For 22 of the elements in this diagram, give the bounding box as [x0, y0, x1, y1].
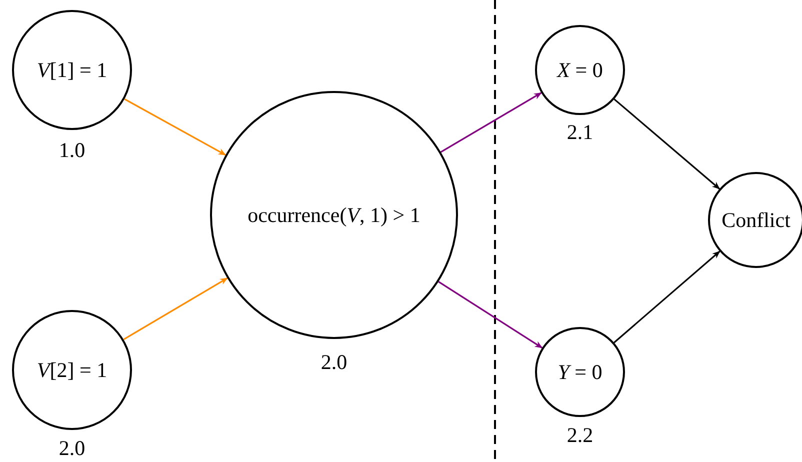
state-circle	[12, 10, 132, 130]
arrow	[123, 277, 228, 340]
step-number: 2.0	[58, 436, 86, 461]
state-circle	[708, 172, 802, 268]
arrow	[614, 250, 720, 344]
node-label: Y = 0	[558, 360, 602, 384]
arrow	[440, 92, 542, 153]
step-number: 1.0	[58, 138, 86, 163]
state-circle	[535, 327, 625, 417]
state-circle	[535, 25, 625, 115]
step-number: 2.2	[566, 423, 594, 448]
node-label: V[2] = 1	[36, 358, 108, 382]
node-label: V[1] = 1	[36, 58, 108, 82]
node-label: Conflict	[722, 208, 790, 232]
arrow	[124, 98, 226, 156]
state-circle	[12, 310, 132, 430]
state-circle	[210, 91, 458, 339]
node-label: X = 0	[557, 58, 603, 82]
arrow	[614, 98, 720, 190]
node-label: occurrence(V, 1) > 1	[248, 202, 420, 228]
step-number: 2.1	[566, 120, 594, 145]
step-number: 2.0	[320, 350, 348, 375]
